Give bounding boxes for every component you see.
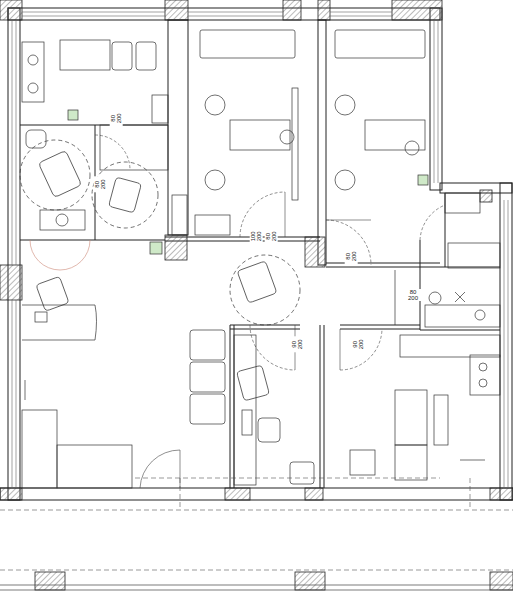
furniture <box>22 30 500 488</box>
door-dimension: 80 200 <box>265 228 278 244</box>
walls <box>0 8 513 500</box>
door-dimension: 80 200 <box>405 289 421 302</box>
door-dimension: 100 200 <box>250 228 263 244</box>
windows <box>12 12 508 488</box>
door-dimension: 80 200 <box>94 176 107 192</box>
door-dimension: 90 200 <box>291 336 304 352</box>
doors <box>30 135 445 488</box>
door-dimension: 80 200 <box>110 110 123 126</box>
terrace-rail <box>0 585 513 590</box>
door-dimension: 90 200 <box>352 336 365 352</box>
door-dimension: 80 200 <box>345 248 358 264</box>
terrace <box>0 478 513 570</box>
turning-circles <box>20 140 300 325</box>
